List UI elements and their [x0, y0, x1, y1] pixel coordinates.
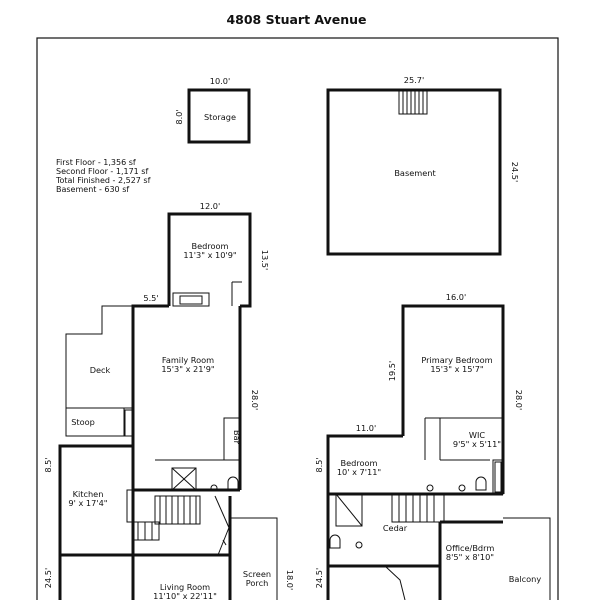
bedroom-main-name: Bedroom [191, 241, 228, 251]
left-24-5-dim: 24.5' [43, 568, 53, 588]
wic-name: WIC [469, 430, 486, 440]
storage-height-dim: 8.0' [174, 109, 184, 124]
primary-bedroom-size: 15'3" x 15'7" [430, 364, 483, 374]
storage-label: Storage [204, 112, 236, 122]
first-floor-plan [58, 212, 278, 600]
bedroom2-size: 10' x 7'11" [337, 467, 381, 477]
living-room-name: Living Room [160, 582, 210, 592]
living-room-size: 11'10" x 22'11" [153, 591, 217, 600]
primary-28-dim: 28.0' [514, 390, 524, 410]
basement-height-dim: 24.5' [510, 162, 520, 182]
family-room-size: 15'3" x 21'9" [161, 364, 214, 374]
stat-basement: Basement - 630 sf [56, 185, 129, 194]
page-frame [36, 37, 559, 600]
cedar-label: Cedar [383, 523, 408, 533]
office-size: 8'5" x 8'10" [446, 552, 494, 562]
stat-second-floor: Second Floor - 1,171 sf [56, 167, 148, 176]
storage-width-dim: 10.0' [210, 76, 230, 86]
family-room-name: Family Room [162, 355, 214, 365]
second-8-5-dim: 8.5' [314, 457, 324, 472]
second-floor-plan [326, 304, 551, 600]
kitchen-size: 9' x 17'4" [68, 498, 107, 508]
primary-bedroom-name: Primary Bedroom [421, 355, 492, 365]
deck-label: Deck [90, 365, 111, 375]
wic-size: 9'5" x 5'11" [453, 439, 501, 449]
stat-first-floor: First Floor - 1,356 sf [56, 158, 136, 167]
stat-total-finished: Total Finished - 2,527 sf [55, 176, 151, 185]
basement-label: Basement [394, 168, 436, 178]
stoop-label: Stoop [71, 417, 95, 427]
primary-19-5-dim: 19.5' [387, 361, 397, 381]
fireplace [172, 292, 210, 307]
balcony-label: Balcony [509, 574, 542, 584]
kitchen-name: Kitchen [73, 489, 104, 499]
family-height-dim: 28.0' [250, 390, 260, 410]
storage-room: Storage 10.0' 8.0' [174, 76, 251, 144]
bar-label: Bar [232, 430, 242, 445]
bedroom2-name: Bedroom [340, 458, 377, 468]
bedroom-height-dim: 13.5' [260, 250, 270, 270]
screen-porch-line2: Porch [246, 578, 269, 588]
basement-stairs [398, 89, 428, 115]
second-24-5-dim: 24.5' [314, 568, 324, 588]
step-5-5-dim: 5.5' [143, 293, 158, 303]
page-title: 4808 Stuart Avenue [226, 12, 367, 27]
primary-width-dim: 16.0' [446, 292, 466, 302]
bedroom-width-dim: 12.0' [200, 201, 220, 211]
basement-width-dim: 25.7' [404, 75, 424, 85]
stoop [65, 407, 125, 437]
bedroom-main-size: 11'3" x 10'9" [183, 250, 236, 260]
square-footage-summary: First Floor - 1,356 sf Second Floor - 1,… [55, 158, 151, 194]
office-name: Office/Bdrm [446, 543, 495, 553]
porch-18-dim: 18.0' [285, 570, 295, 590]
basement-room: Basement 25.7' 24.5' [326, 75, 520, 256]
left-8-5-dim: 8.5' [43, 457, 53, 472]
screen-porch-line1: Screen [243, 569, 271, 579]
second-11-dim: 11.0' [356, 423, 376, 433]
